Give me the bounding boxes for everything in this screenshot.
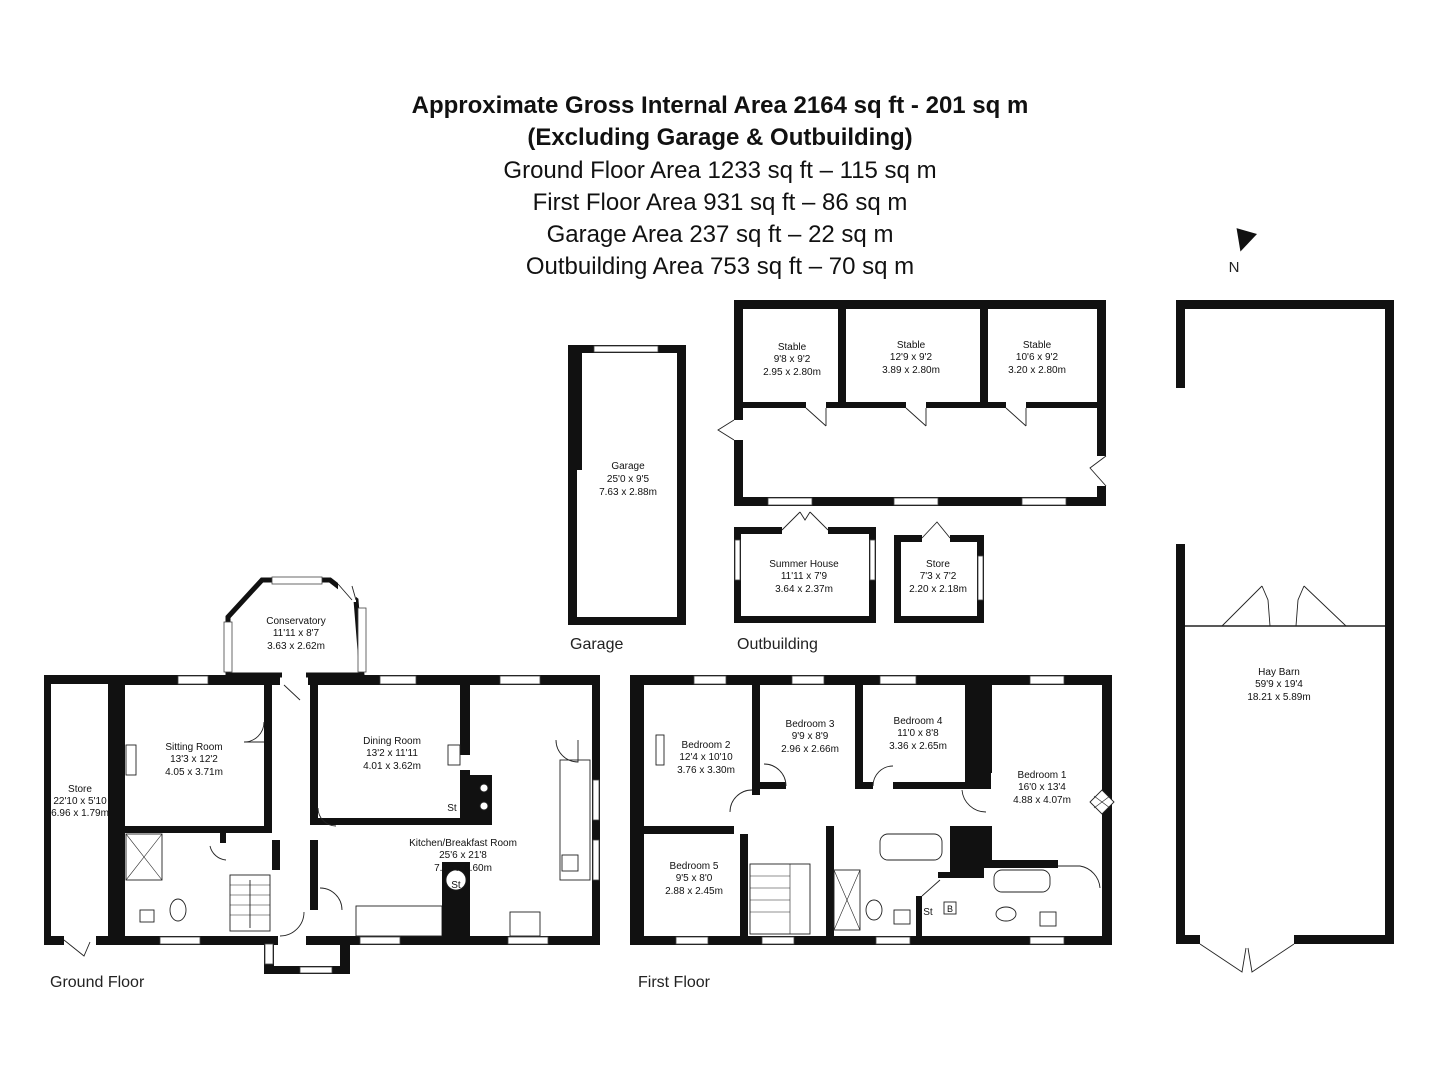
svg-text:16'0 x 13'4: 16'0 x 13'4 (1018, 782, 1066, 793)
svg-text:Bedroom 3: Bedroom 3 (786, 719, 835, 730)
ground-floor-plan (44, 576, 600, 974)
garage-building (568, 345, 686, 625)
svg-text:Bedroom 1: Bedroom 1 (1018, 770, 1067, 781)
stable-3-label: Stable 10'6 x 9'2 3.20 x 2.80m (1008, 340, 1066, 376)
svg-text:6.96 x 1.79m: 6.96 x 1.79m (51, 808, 109, 819)
svg-text:9'9 x 8'9: 9'9 x 8'9 (792, 731, 829, 742)
summer-house-building (734, 511, 876, 623)
svg-text:12'9 x 9'2: 12'9 x 9'2 (890, 352, 933, 363)
svg-text:3.63 x 2.62m: 3.63 x 2.62m (267, 641, 325, 652)
excluding-note: (Excluding Garage & Outbuilding) (527, 124, 913, 151)
north-arrow-icon (1235, 227, 1257, 253)
garage-room-label: Garage 25'0 x 9'5 7.63 x 2.88m (599, 461, 657, 498)
stable-2-label: Stable 12'9 x 9'2 3.89 x 2.80m (882, 340, 940, 376)
svg-text:13'3 x 12'2: 13'3 x 12'2 (170, 754, 218, 765)
svg-text:12'4 x 10'10: 12'4 x 10'10 (679, 752, 733, 763)
svg-text:3.36 x 2.65m: 3.36 x 2.65m (889, 741, 947, 752)
stables-building (717, 300, 1107, 506)
bedroom-1-label: Bedroom 1 16'0 x 13'4 4.88 x 4.07m (1013, 770, 1071, 806)
svg-text:25'6 x 21'8: 25'6 x 21'8 (439, 850, 487, 861)
svg-text:Stable: Stable (897, 340, 926, 351)
svg-text:2.95 x 2.80m: 2.95 x 2.80m (763, 367, 821, 378)
dining-room-label: Dining Room 13'2 x 11'11 4.01 x 3.62m (363, 736, 421, 772)
garage-floor-label: Garage (570, 636, 623, 653)
compass-label: N (1229, 259, 1240, 276)
svg-text:9'8 x 9'2: 9'8 x 9'2 (774, 354, 811, 365)
svg-text:11'11 x 8'7: 11'11 x 8'7 (273, 628, 320, 639)
conservatory-label: Conservatory 11'11 x 8'7 3.63 x 2.62m (266, 616, 325, 652)
summer-house-label: Summer House 11'11 x 7'9 3.64 x 2.37m (769, 559, 839, 595)
outbuilding-store (894, 521, 984, 623)
ground-store-label: Store 22'10 x 5'10 6.96 x 1.79m (51, 784, 109, 819)
svg-text:4.88 x 4.07m: 4.88 x 4.07m (1013, 795, 1071, 806)
first-floor-label: First Floor (638, 974, 711, 991)
outbuilding-floor-label: Outbuilding (737, 636, 818, 653)
ground-store-cupboard-label: St (447, 803, 457, 814)
stable-1-label: Stable 9'8 x 9'2 2.95 x 2.80m (763, 342, 821, 378)
hay-barn-label: Hay Barn 59'9 x 19'4 18.21 x 5.89m (1247, 667, 1310, 703)
svg-text:3.64 x 2.37m: 3.64 x 2.37m (775, 584, 833, 595)
svg-text:3.20 x 2.80m: 3.20 x 2.80m (1008, 365, 1066, 376)
svg-text:Dining Room: Dining Room (363, 736, 421, 747)
ground-floor-label: Ground Floor (50, 974, 145, 991)
svg-text:Bedroom 4: Bedroom 4 (894, 716, 943, 727)
svg-text:2.88 x 2.45m: 2.88 x 2.45m (665, 886, 723, 897)
outbuilding-area: Outbuilding Area 753 sq ft – 70 sq m (525, 253, 915, 280)
svg-text:Kitchen/Breakfast Room: Kitchen/Breakfast Room (409, 838, 517, 849)
svg-text:11'11 x 7'9: 11'11 x 7'9 (781, 571, 828, 582)
svg-text:Bedroom 5: Bedroom 5 (670, 861, 719, 872)
svg-text:13'2 x 11'11: 13'2 x 11'11 (366, 748, 418, 759)
svg-text:3.76 x 3.30m: 3.76 x 3.30m (677, 765, 735, 776)
svg-text:Store: Store (926, 559, 950, 570)
svg-text:3.89 x 2.80m: 3.89 x 2.80m (882, 365, 940, 376)
first-store-cupboard-label: St (923, 907, 933, 918)
first-floor-plan (630, 675, 1115, 945)
svg-text:Bedroom 2: Bedroom 2 (682, 740, 731, 751)
sitting-room-label: Sitting Room 13'3 x 12'2 4.05 x 3.71m (165, 742, 223, 778)
svg-text:Stable: Stable (1023, 340, 1052, 351)
svg-text:4.01 x 3.62m: 4.01 x 3.62m (363, 761, 421, 772)
svg-text:10'6 x 9'2: 10'6 x 9'2 (1016, 352, 1059, 363)
garage-area: Garage Area 237 sq ft – 22 sq m (546, 221, 894, 248)
svg-text:2.20 x 2.18m: 2.20 x 2.18m (909, 584, 967, 595)
svg-text:9'5 x 8'0: 9'5 x 8'0 (676, 873, 713, 884)
bedroom-2-label: Bedroom 2 12'4 x 10'10 3.76 x 3.30m (677, 740, 735, 776)
svg-text:Hay Barn: Hay Barn (1258, 667, 1300, 678)
svg-text:22'10 x 5'10: 22'10 x 5'10 (53, 796, 107, 807)
svg-text:7'3 x 7'2: 7'3 x 7'2 (920, 571, 957, 582)
kitchen-label: Kitchen/Breakfast Room 25'6 x 21'8 7.76 … (409, 838, 517, 874)
svg-text:4.05 x 3.71m: 4.05 x 3.71m (165, 767, 223, 778)
svg-text:7.76 x 6.60m: 7.76 x 6.60m (434, 863, 492, 874)
svg-text:Summer House: Summer House (769, 559, 839, 570)
gross-area-title: Approximate Gross Internal Area 2164 sq … (411, 92, 1029, 119)
svg-text:2.96 x 2.66m: 2.96 x 2.66m (781, 744, 839, 755)
svg-text:18.21 x 5.89m: 18.21 x 5.89m (1247, 692, 1310, 703)
ground-floor-area: Ground Floor Area 1233 sq ft – 115 sq m (503, 157, 937, 184)
bedroom-4-label: Bedroom 4 11'0 x 8'8 3.36 x 2.65m (889, 716, 947, 752)
svg-text:25'0 x 9'5: 25'0 x 9'5 (607, 474, 650, 485)
svg-text:Stable: Stable (778, 342, 807, 353)
first-floor-area: First Floor Area 931 sq ft – 86 sq m (532, 189, 908, 216)
svg-text:59'9 x 19'4: 59'9 x 19'4 (1255, 679, 1303, 690)
bedroom-5-label: Bedroom 5 9'5 x 8'0 2.88 x 2.45m (665, 861, 723, 897)
bedroom-3-label: Bedroom 3 9'9 x 8'9 2.96 x 2.66m (781, 719, 839, 755)
svg-text:Conservatory: Conservatory (266, 616, 325, 627)
svg-text:7.63 x 2.88m: 7.63 x 2.88m (599, 487, 657, 498)
kitchen-store-cupboard-label: St (451, 880, 461, 891)
out-store-label: Store 7'3 x 7'2 2.20 x 2.18m (909, 559, 967, 595)
svg-text:Sitting Room: Sitting Room (165, 742, 222, 753)
svg-text:Store: Store (68, 784, 92, 795)
hay-barn-building (1176, 300, 1394, 973)
svg-text:Garage: Garage (611, 461, 645, 472)
boiler-label: B (947, 904, 953, 914)
svg-text:11'0 x 8'8: 11'0 x 8'8 (897, 728, 939, 739)
